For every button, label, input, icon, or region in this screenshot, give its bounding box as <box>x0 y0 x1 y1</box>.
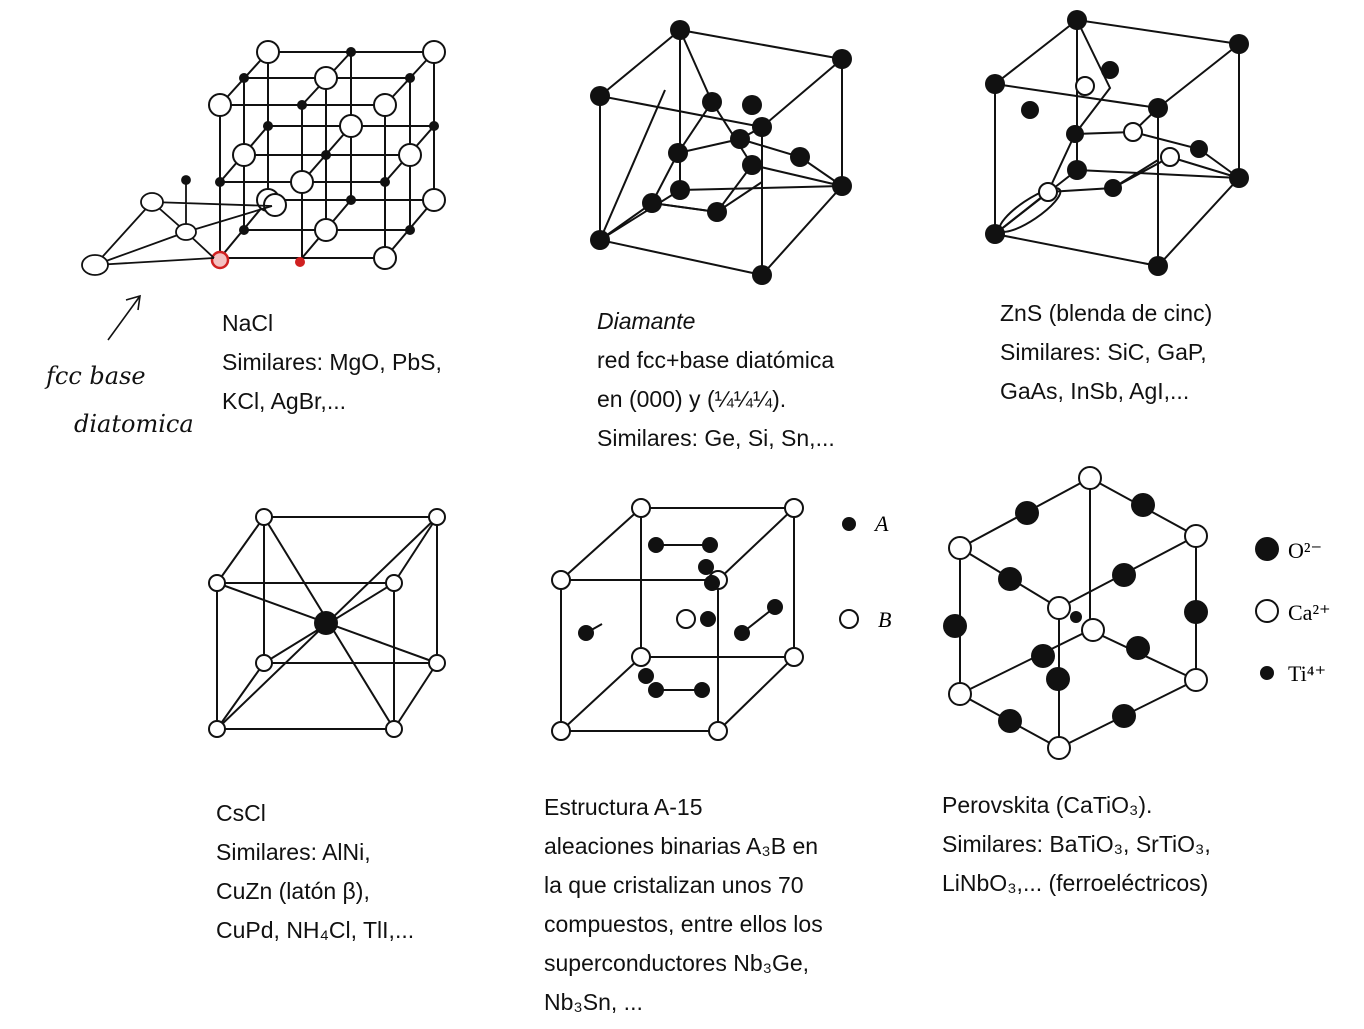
cscl-similar-1: Similares: AlNi, <box>216 839 371 865</box>
perovskita-similar-1: Similares: BaTiO₃, SrTiO₃, <box>942 831 1211 857</box>
nacl-similar-2: KCl, AgBr,... <box>222 388 346 414</box>
zns-title: ZnS (blenda de cinc) <box>1000 300 1213 326</box>
cscl-title: CsCl <box>216 800 266 826</box>
perovskita-caption: Perovskita (CaTiO₃). Similares: BaTiO₃, … <box>942 786 1211 903</box>
diamante-line-2: en (000) y (¼¼¼). <box>597 386 787 412</box>
a15-line-4: superconductores Nb₃Ge, <box>544 950 810 976</box>
cscl-similar-3: CuPd, NH₄Cl, TlI,... <box>216 917 415 943</box>
zns-caption: ZnS (blenda de cinc) Similares: SiC, GaP… <box>1000 294 1212 411</box>
handwritten-note-line2: diatomica <box>74 410 194 438</box>
perovskite-legend-o-label: O²⁻ <box>1288 538 1322 563</box>
diamante-line-1: red fcc+base diatómica <box>597 347 835 373</box>
nacl-similar-1: Similares: MgO, PbS, <box>222 349 442 375</box>
a15-caption: Estructura A-15 aleaciones binarias A₃B … <box>544 788 823 1022</box>
perovskite-legend-ti-label: Ti⁴⁺ <box>1288 661 1326 686</box>
a15-line-5: Nb₃Sn, ... <box>544 989 643 1015</box>
zns-similar-2: GaAs, InSb, AgI,... <box>1000 378 1190 404</box>
diamante-caption: Diamante red fcc+base diatómica en (000)… <box>597 302 835 458</box>
nacl-caption: NaCl Similares: MgO, PbS, KCl, AgBr,... <box>222 304 442 421</box>
perovskita-similar-2: LiNbO₃,... (ferroeléctricos) <box>942 870 1209 896</box>
a15-line-2: la que cristalizan unos 70 <box>544 872 804 898</box>
a15-line-1: aleaciones binarias A₃B en <box>544 833 819 859</box>
diamante-line-3: Similares: Ge, Si, Sn,... <box>597 425 835 451</box>
handwritten-note-line1: fcc base <box>46 362 146 390</box>
a15-legend-a-label: A <box>873 511 889 536</box>
perovskita-title: Perovskita (CaTiO₃). <box>942 792 1153 818</box>
perovskite-legend-ca-label: Ca²⁺ <box>1288 600 1331 625</box>
cscl-caption: CsCl Similares: AlNi, CuZn (latón β), Cu… <box>216 794 414 950</box>
zns-similar-1: Similares: SiC, GaP, <box>1000 339 1207 365</box>
a15-legend-b-label: B <box>878 607 891 632</box>
a15-title: Estructura A-15 <box>544 794 703 820</box>
a15-line-3: compuestos, entre ellos los <box>544 911 823 937</box>
diamante-title: Diamante <box>597 308 696 334</box>
nacl-title: NaCl <box>222 310 274 336</box>
cscl-similar-2: CuZn (latón β), <box>216 878 370 904</box>
